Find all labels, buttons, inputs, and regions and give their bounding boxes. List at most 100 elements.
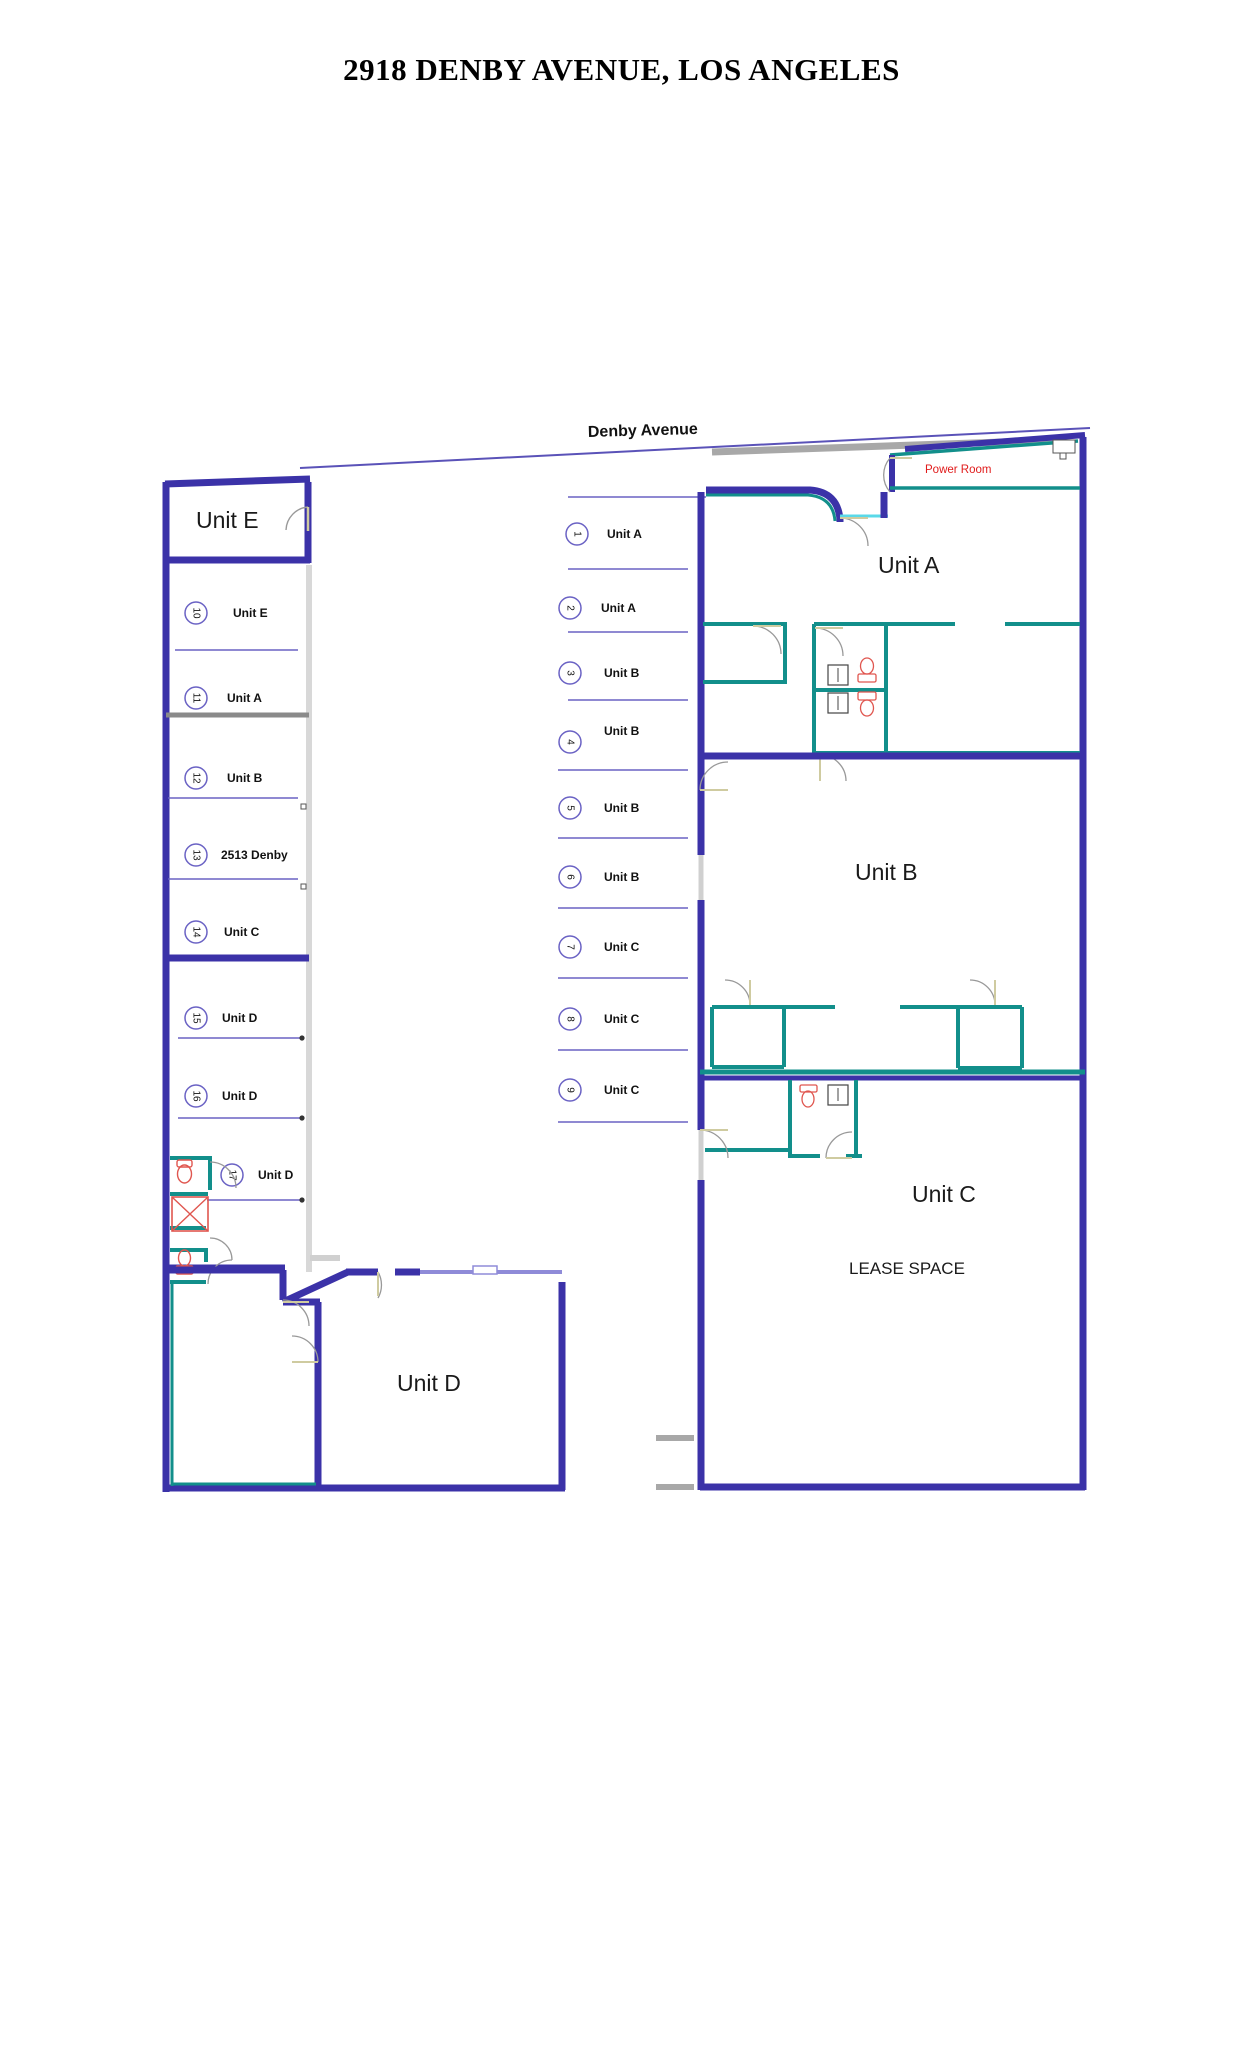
toilet-tank <box>857 673 877 683</box>
legend-left-item-16[interactable]: 16 Unit D <box>178 1084 305 1121</box>
legend-center-item-4[interactable]: 4 Unit B <box>558 724 688 771</box>
sink-basin <box>177 1249 192 1267</box>
lease-space-label: LEASE SPACE <box>849 1259 965 1278</box>
page-title: 2918 DENBY AVENUE, LOS ANGELES <box>343 52 900 87</box>
legend-left-item-15[interactable]: 15 Unit D <box>178 1006 305 1041</box>
legend-marker-number: 4 <box>565 739 576 745</box>
unit-e-block: Unit E <box>162 475 312 564</box>
legend-item-label: Unit A <box>607 527 642 541</box>
legend-item-label: Unit D <box>258 1168 294 1182</box>
legend-marker-circle[interactable] <box>558 796 582 820</box>
unit-c-door-arc-1 <box>699 1129 729 1159</box>
unit-c-room-label: Unit C <box>912 1181 976 1207</box>
main-outline-helper <box>700 448 1085 1490</box>
legend-marker-circle[interactable] <box>558 865 582 889</box>
legend-marker-circle[interactable] <box>184 686 208 710</box>
legend-marker-number: 9 <box>565 1087 576 1093</box>
toilet-icon <box>176 1159 193 1184</box>
legend-item-label: Unit D <box>222 1089 258 1103</box>
legend-center-item-2[interactable]: 2 Unit A <box>558 596 688 633</box>
legend-item-label: Unit C <box>604 1012 640 1026</box>
legend-marker-number: 5 <box>565 805 576 811</box>
street-label: Denby Avenue <box>588 421 698 441</box>
legend-marker-circle[interactable] <box>565 522 589 546</box>
legend-center-item-7[interactable]: 7 Unit C <box>558 935 688 979</box>
toilet-bowl <box>859 699 875 717</box>
toilet-bowl <box>176 1164 193 1184</box>
unit-b-office-door-arc-2 <box>969 979 996 1006</box>
left-bath-door-arc-1 <box>209 1161 237 1189</box>
main-wall-top-slant <box>904 432 1086 452</box>
legend-item-label: Unit B <box>227 771 263 785</box>
legend-center-item-6[interactable]: 6 Unit B <box>558 865 688 909</box>
legend-left-item-14[interactable]: 14 Unit C <box>184 920 260 944</box>
shower-pan <box>171 1196 209 1232</box>
unit-d-door-arc-2 <box>291 1335 319 1363</box>
unit-b-area: Unit B <box>699 761 1085 1081</box>
legend-left-item-17[interactable]: 17 Unit D <box>207 1163 305 1203</box>
legend-marker-circle[interactable] <box>184 1006 208 1030</box>
legend-marker-circle[interactable] <box>558 730 582 754</box>
street-centerline <box>299 427 1091 469</box>
legend-endpoint-dot <box>299 1115 305 1121</box>
unit-a-wall-curve <box>706 486 844 522</box>
unit-d-block: Unit D <box>162 1255 566 1492</box>
legend-left-item-13[interactable]: 13 2513 Denby <box>168 843 307 890</box>
legend-marker-number: 16 <box>191 1090 202 1102</box>
legend-item-label: Unit B <box>604 724 640 738</box>
legend-marker-circle[interactable] <box>184 920 208 944</box>
legend-left-item-10[interactable]: 10 Unit E <box>175 601 298 651</box>
power-room-wall-top <box>889 439 1079 457</box>
unit-d-door-arc-1 <box>282 1299 310 1327</box>
legend-center-group: 1 Unit A 2 Unit A 3 Unit B 4 Unit B <box>558 496 706 1123</box>
unit-b-office-door-arc-1 <box>724 979 751 1006</box>
legend-left-item-12[interactable]: 12 Unit B <box>168 766 307 810</box>
legend-endpoint-dot <box>299 1035 305 1041</box>
unit-b-room-label: Unit B <box>855 859 918 885</box>
unit-a-bath-door-arc-1 <box>814 627 844 657</box>
unit-c-area: Unit C LEASE SPACE <box>656 1080 976 1490</box>
legend-left-item-11[interactable]: 11 Unit A <box>184 686 262 710</box>
unit-a-wall-curve-inner <box>706 493 837 522</box>
toilet-tank <box>857 691 877 701</box>
legend-center-item-5[interactable]: 5 Unit B <box>558 796 688 839</box>
electrical-panel-stem <box>1059 452 1067 460</box>
legend-marker-number: 6 <box>565 874 576 880</box>
sink-icon <box>827 1084 849 1106</box>
unit-d-room-label: Unit D <box>397 1370 461 1396</box>
legend-center-item-8[interactable]: 8 Unit C <box>558 1007 688 1051</box>
legend-item-label: Unit D <box>222 1011 258 1025</box>
legend-marker-number: 2 <box>565 605 576 611</box>
unit-a-room-label: Unit A <box>878 552 940 578</box>
legend-item-label: Unit B <box>604 666 640 680</box>
unit-d-wall-slant <box>281 1268 350 1306</box>
legend-marker-circle[interactable] <box>184 601 208 625</box>
legend-left-group: 10 Unit E 11 Unit A 12 Unit B 13 2513 De… <box>168 601 307 1203</box>
legend-marker-circle[interactable] <box>558 661 582 685</box>
legend-marker-circle[interactable] <box>558 596 582 620</box>
legend-marker-number: 1 <box>572 531 583 537</box>
legend-marker-circle[interactable] <box>558 1078 582 1102</box>
toilet-tank <box>799 1084 818 1093</box>
legend-item-label: 2513 Denby <box>221 848 288 862</box>
legend-marker-circle[interactable] <box>184 1084 208 1108</box>
legend-center-item-3[interactable]: 3 Unit B <box>558 661 688 701</box>
legend-marker-number: 12 <box>191 772 202 784</box>
sink-icon <box>827 692 849 714</box>
legend-endpoint-dot <box>299 1197 305 1203</box>
legend-marker-circle[interactable] <box>558 935 582 959</box>
legend-center-item-9[interactable]: 9 Unit C <box>558 1078 688 1123</box>
main-building-block: Power Room Unit A <box>656 432 1087 1491</box>
legend-center-item-1[interactable]: 1 Unit A <box>565 522 688 570</box>
legend-marker-circle[interactable] <box>558 1007 582 1031</box>
legend-item-label: Unit C <box>604 1083 640 1097</box>
sink-icon <box>827 664 849 686</box>
shower-icon <box>171 1196 209 1232</box>
legend-marker-number: 15 <box>191 1012 202 1024</box>
unit-c-door-arc-2 <box>825 1131 853 1159</box>
shower-cross-2 <box>171 1196 209 1232</box>
legend-endpoint-marker <box>300 803 307 810</box>
legend-marker-circle[interactable] <box>184 766 208 790</box>
legend-marker-circle[interactable] <box>184 843 208 867</box>
